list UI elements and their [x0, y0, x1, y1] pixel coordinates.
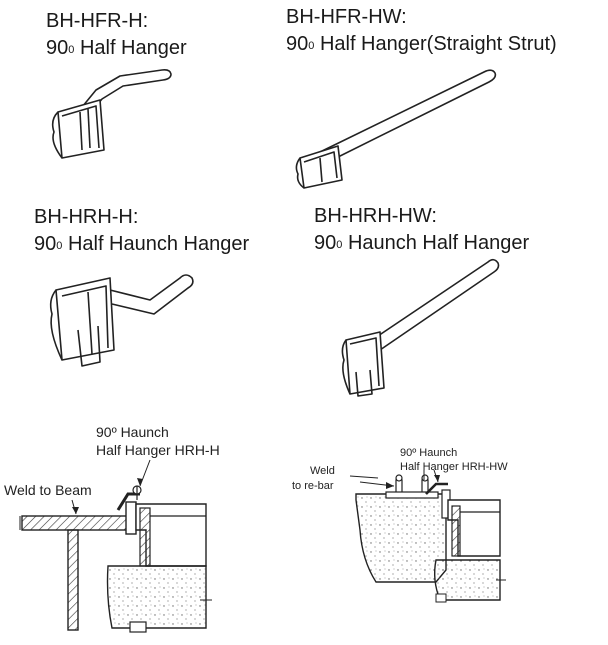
label-bh-hfr-hw: BH-HFR-HW: 900 Half Hanger(Straight Stru…: [286, 4, 557, 58]
label-bh-hrh-h: BH-HRH-H: 900 Half Haunch Hanger: [34, 204, 249, 258]
product-desc: 900 Half Hanger: [46, 37, 187, 59]
product-code: BH-HFR-HW:: [286, 6, 407, 28]
callout-hrh-hw-line2: Half Hanger HRH-HW: [400, 461, 508, 473]
weld-rebar-line2: to re-bar: [292, 480, 334, 492]
callout-hrh-hw-line1: 90º Haunch: [400, 447, 457, 459]
weld-rebar-line1: Weld: [310, 465, 335, 477]
install-detail-right: 90º Haunch Half Hanger HRH-HW Weld to re…: [292, 447, 508, 603]
product-desc: 900 Haunch Half Hanger: [314, 232, 530, 254]
weld-to-beam-note: Weld to Beam: [4, 482, 92, 498]
hanger-bh-hfr-h-drawing: [51, 69, 172, 159]
hanger-bh-hrh-h-drawing: [49, 274, 194, 367]
label-bh-hfr-h: BH-HFR-H: 900 Half Hanger: [46, 8, 187, 62]
hanger-bh-hrh-hw-drawing: [341, 258, 500, 397]
product-code: BH-HRH-HW:: [314, 205, 437, 227]
product-desc: 900 Half Hanger(Straight Strut): [286, 33, 557, 55]
callout-hrh-h-line2: Half Hanger HRH-H: [96, 442, 220, 458]
callout-hrh-h-line1: 90º Haunch: [96, 424, 169, 440]
product-desc: 900 Half Haunch Hanger: [34, 233, 250, 255]
install-detail-left: 90º Haunch Half Hanger HRH-H Weld to Bea…: [4, 424, 220, 633]
product-code: BH-HRH-H:: [34, 206, 139, 228]
product-code: BH-HFR-H:: [46, 10, 149, 32]
label-bh-hrh-hw: BH-HRH-HW: 900 Haunch Half Hanger: [314, 203, 529, 257]
hanger-bh-hfr-hw-drawing: [295, 69, 497, 189]
